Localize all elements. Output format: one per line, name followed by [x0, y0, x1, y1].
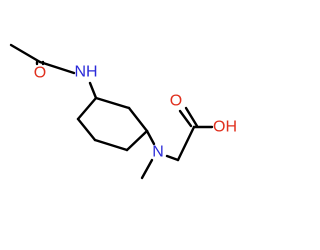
- bond-amine-n-ch2: [165, 154, 180, 162]
- bond-ch2-acid: [176, 125, 196, 162]
- bond-ring-6: [76, 96, 98, 121]
- amine-nitrogen-label: N: [152, 144, 164, 161]
- bond-ring-4: [93, 138, 129, 152]
- bond-ring-amine-n: [145, 129, 156, 146]
- bond-ring-2: [127, 106, 149, 133]
- atom-labels: NH O N O OH: [34, 64, 237, 161]
- hydroxyl-label: OH: [213, 119, 237, 136]
- bond-ring-3: [125, 129, 149, 152]
- bond-amide-n-ring: [88, 81, 98, 100]
- bond-methyl-carbonyl: [9, 43, 42, 64]
- bond-carbonyl-amide-n: [38, 60, 76, 75]
- bond-amine-n-methyl: [140, 158, 154, 180]
- chemical-structure: NH O N O OH: [9, 43, 237, 180]
- bond-acid-oxygen-2: [184, 106, 199, 128]
- carbonyl-oxygen-label: O: [34, 65, 46, 82]
- acid-carbonyl-oxygen-label: O: [170, 93, 182, 110]
- bond-ring-1: [94, 96, 131, 110]
- bond-ring-5: [76, 117, 97, 142]
- bond-acid-oxygen-1: [178, 109, 193, 128]
- bonds: [9, 43, 214, 180]
- amide-nitrogen-label: NH: [74, 64, 97, 81]
